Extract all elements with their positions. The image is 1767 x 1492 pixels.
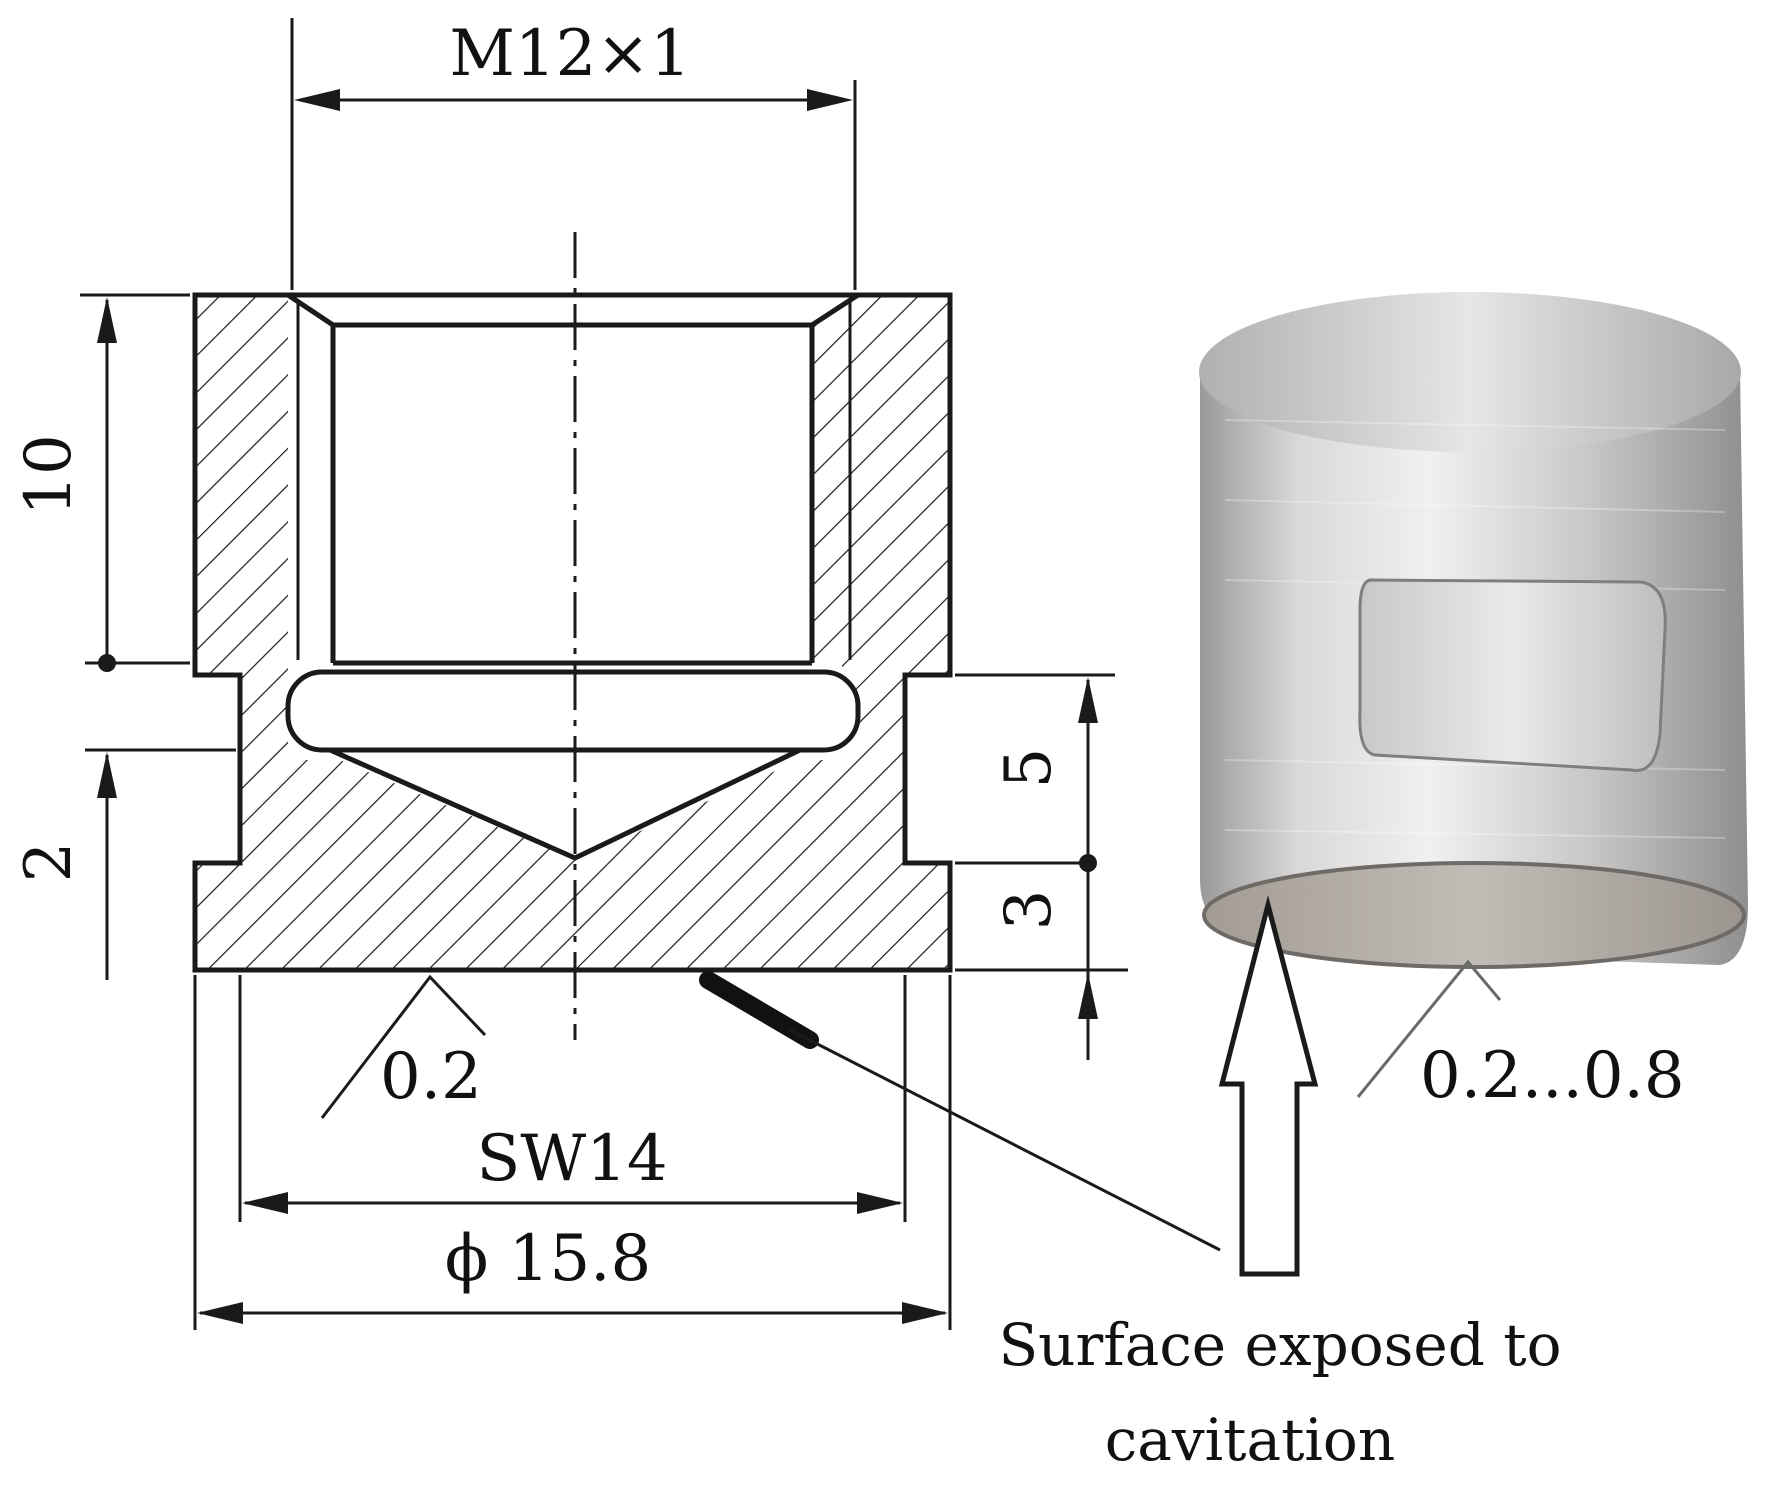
section-hatched-body (195, 295, 950, 970)
roughness-left-label: 0.2 (380, 1040, 482, 1114)
caption-line-1: Surface exposed to (998, 1311, 1561, 1379)
height-top-label: 10 (12, 434, 86, 515)
exposed-bottom-face (1202, 861, 1746, 969)
thread-label: M12×1 (449, 17, 690, 91)
arrowhead-icon (857, 1192, 903, 1214)
arrowhead-icon (242, 1192, 288, 1214)
diameter-label: ϕ 15.8 (445, 1222, 651, 1296)
bore-outline (286, 292, 860, 666)
step-label-upper: 5 (992, 748, 1066, 789)
arrowhead-icon (1078, 973, 1098, 1019)
section-outline (192, 292, 953, 973)
specimen-photo: 0.2...0.8 (1199, 292, 1748, 1277)
roughness-symbol (320, 974, 487, 1119)
arrowhead-icon (1078, 677, 1098, 723)
cylinder-top (1199, 292, 1741, 452)
arrowhead-icon (902, 1302, 948, 1324)
height-bottom-label: 2 (12, 842, 86, 883)
arrowhead-icon (97, 752, 117, 798)
leader-line (789, 1028, 1221, 1252)
caption-line-2: cavitation (1105, 1406, 1395, 1474)
dimension-dot (1079, 854, 1097, 872)
section-drawing: M12×1 10 2 5 3 0.2 SW14 (12, 17, 1221, 1330)
photo-roughness-label: 0.2...0.8 (1420, 1039, 1685, 1113)
drill-cone (328, 747, 802, 861)
arrowhead-icon (807, 89, 853, 111)
step-label-lower: 3 (992, 890, 1066, 931)
arrowhead-icon (294, 89, 340, 111)
undercut-groove (285, 669, 861, 753)
arrowhead-icon (197, 1302, 243, 1324)
arrowhead-icon (97, 297, 117, 343)
wrench-size-label: SW14 (476, 1122, 667, 1196)
dimension-dot (98, 654, 116, 672)
hollow-arrow-icon (1218, 895, 1319, 1277)
photo-roughness-symbol (1356, 959, 1502, 1098)
machined-pocket (1358, 578, 1667, 773)
